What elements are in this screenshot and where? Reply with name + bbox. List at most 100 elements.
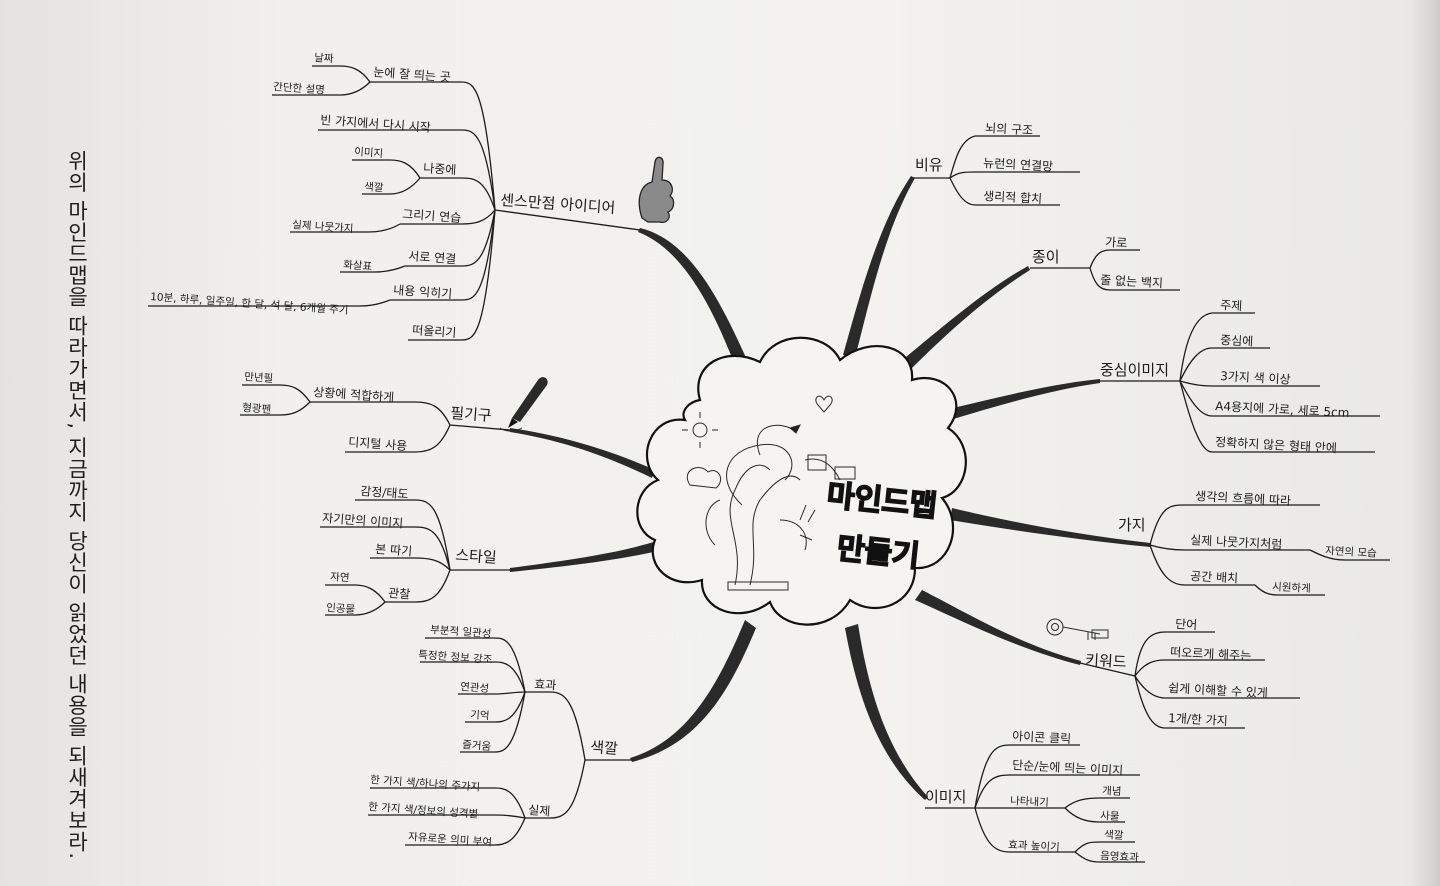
node-sense-2: 간단한 설명 [273, 81, 325, 97]
spoke-style [510, 540, 662, 572]
node-image-7: 음영효과 [1100, 850, 1140, 864]
node-sense-9: 서로 연결 [408, 249, 457, 266]
branch-style: 스타일 감정/태도 자기만의 이미지 본 따기 관찰 자연 인공물 [320, 484, 512, 616]
node-image-1: 단순/눈에 띄는 이미지 [1012, 758, 1124, 778]
branch-jungsim: 중심이미지 주제 중심에 3가지 색 이상 A4용지에 가로, 세로 5cm 정… [1100, 298, 1380, 455]
node-style-4: 자연 [330, 571, 350, 584]
node-color-effect-2: 연관성 [460, 681, 490, 695]
node-keyword-1: 떠오르게 해주는 [1170, 645, 1252, 663]
node-sense-6: 색깔 [364, 181, 384, 194]
spoke-jungsim [945, 379, 1100, 420]
page-edge-shadow [1410, 0, 1440, 886]
node-sense-4: 나중에 [423, 161, 457, 177]
spoke-jongi [900, 266, 1030, 370]
node-jungsim-4: 정확하지 않은 형태 안에 [1215, 435, 1337, 455]
branch-label-keyword: 키워드 [1085, 651, 1127, 671]
node-gaji-1: 실제 나뭇가지처럼 [1190, 533, 1283, 552]
node-sense-8: 실제 나뭇가지 [292, 219, 354, 235]
node-tool-3: 디지털 사용 [348, 435, 408, 453]
branch-sense: 센스만점 아이디어 눈에 잘 띄는 곳 날짜 간단한 설명 빈 가지에서 다시 … [148, 52, 641, 341]
node-sense-5: 이미지 [354, 146, 384, 160]
node-style-1: 자기만의 이미지 [322, 511, 404, 531]
node-color-effect-0: 부분적 일관성 [430, 623, 492, 640]
branch-label-jongi: 종이 [1032, 248, 1060, 266]
branch-keyword: 키워드 단어 떠오르게 해주는 쉽게 이해할 수 있게 1개/한 가지 [1079, 617, 1300, 729]
node-jongi-1: 줄 없는 백지 [1100, 273, 1163, 290]
node-tool-1: 만년필 [244, 371, 274, 385]
branch-label-color: 색깔 [590, 738, 619, 758]
branch-jongi: 종이 가로 줄 없는 백지 [1030, 235, 1180, 291]
node-gaji-2: 자연의 모습 [1325, 545, 1378, 560]
node-gaji-0: 생각의 흐름에 따라 [1195, 489, 1292, 508]
node-jungsim-0: 주제 [1220, 298, 1243, 313]
node-sense-0: 눈에 잘 띄는 곳 [373, 65, 451, 84]
node-sense-11: 내용 익히기 [393, 283, 453, 301]
page-caption: 위의 마인드맵을 따라가면서, 지금까지 당신이 읽었던 내용을 되새겨보라. [65, 150, 89, 860]
node-sense-12: 10분, 하루, 일주일, 한 달, 석 달, 6개월 주기 [150, 290, 349, 317]
branch-biyu: 비유 뇌의 구조 뉴런의 연결망 생리적 합치 [913, 121, 1080, 206]
node-image-0: 아이콘 클릭 [1012, 729, 1072, 746]
node-color-practice: 실제 [528, 803, 551, 819]
node-keyword-0: 단어 [1175, 617, 1198, 632]
node-keyword-2: 쉽게 이해할 수 있게 [1168, 681, 1268, 700]
node-image-2: 나타내기 [1010, 795, 1049, 809]
node-sense-1: 날짜 [314, 52, 334, 65]
node-jongi-0: 가로 [1105, 235, 1128, 250]
node-style-2: 본 따기 [375, 542, 413, 559]
node-color-practice-1: 한 가지 색/정보의 성격별 [368, 800, 479, 821]
thumbs-up-icon [638, 156, 675, 224]
branch-label-image: 이미지 [925, 788, 966, 806]
node-tool-2: 형광펜 [242, 402, 272, 416]
node-sense-10: 화살표 [343, 259, 373, 273]
spoke-gaji [950, 508, 1150, 547]
branch-tool: 필기구 상황에 적합하게 만년필 형광펜 디지털 사용 [240, 371, 511, 453]
spoke-biyu [843, 176, 915, 358]
node-color-practice-0: 한 가지 색/하나의 주가지 [370, 773, 481, 794]
node-gaji-3: 공간 배치 [1190, 569, 1239, 585]
node-jungsim-2: 3가지 색 이상 [1220, 369, 1291, 387]
node-sense-13: 떠올리기 [412, 323, 457, 340]
node-gaji-4: 시원하게 [1272, 580, 1311, 595]
node-biyu-1: 뉴런의 연결망 [983, 156, 1054, 174]
node-image-4: 사물 [1100, 810, 1120, 823]
key-icon [1046, 618, 1109, 640]
spoke-color [630, 620, 756, 762]
spoke-keyword [915, 590, 1081, 665]
node-style-3: 관찰 [388, 586, 411, 602]
center-doodle [682, 395, 856, 591]
node-biyu-0: 뇌의 구조 [985, 121, 1034, 137]
branch-label-jungsim: 중심이미지 [1100, 361, 1169, 379]
spoke-image [845, 624, 928, 800]
node-color-effect-3: 기억 [470, 709, 490, 722]
node-sense-3: 빈 가지에서 다시 시작 [320, 113, 432, 135]
spoke-sense [638, 228, 748, 368]
node-image-6: 색깔 [1104, 829, 1124, 842]
node-style-5: 인공물 [326, 602, 356, 616]
branch-label-tool: 필기구 [450, 404, 493, 425]
node-color-effect: 효과 [534, 677, 557, 693]
spoke-tool [510, 428, 655, 478]
branch-gaji: 가지 생각의 흐름에 따라 실제 나뭇가지처럼 자연의 모습 공간 배치 시원하… [1118, 489, 1390, 596]
node-biyu-2: 생리적 합치 [983, 189, 1043, 206]
branch-label-biyu: 비유 [915, 156, 943, 174]
branch-label-style: 스타일 [455, 546, 498, 567]
node-tool-0: 상황에 적합하게 [313, 385, 395, 405]
main-spokes [510, 176, 1150, 800]
branch-label-gaji: 가지 [1118, 516, 1146, 534]
center-cloud [636, 336, 967, 626]
node-jungsim-3: A4용지에 가로, 세로 5cm [1215, 399, 1350, 420]
node-style-0: 감정/태도 [360, 484, 409, 501]
node-image-5: 효과 높이기 [1008, 839, 1060, 854]
node-image-3: 개념 [1102, 785, 1122, 798]
node-color-effect-1: 특정한 정보 강조 [418, 649, 493, 666]
pen-icon [499, 377, 548, 432]
node-color-practice-2: 자유로운 의미 부여 [408, 831, 493, 849]
node-jungsim-1: 중심에 [1220, 333, 1254, 349]
node-color-effect-4: 즐거움 [462, 739, 492, 753]
node-sense-7: 그리기 연습 [402, 207, 462, 225]
branch-image: 이미지 아이콘 클릭 단순/눈에 띄는 이미지 나타내기 개념 사물 효과 높이… [925, 729, 1145, 864]
branch-color: 색깔 효과 실제 부분적 일관성 특정한 정보 강조 연관성 기억 즐거움 한 … [368, 623, 632, 849]
node-keyword-3: 1개/한 가지 [1168, 711, 1228, 728]
